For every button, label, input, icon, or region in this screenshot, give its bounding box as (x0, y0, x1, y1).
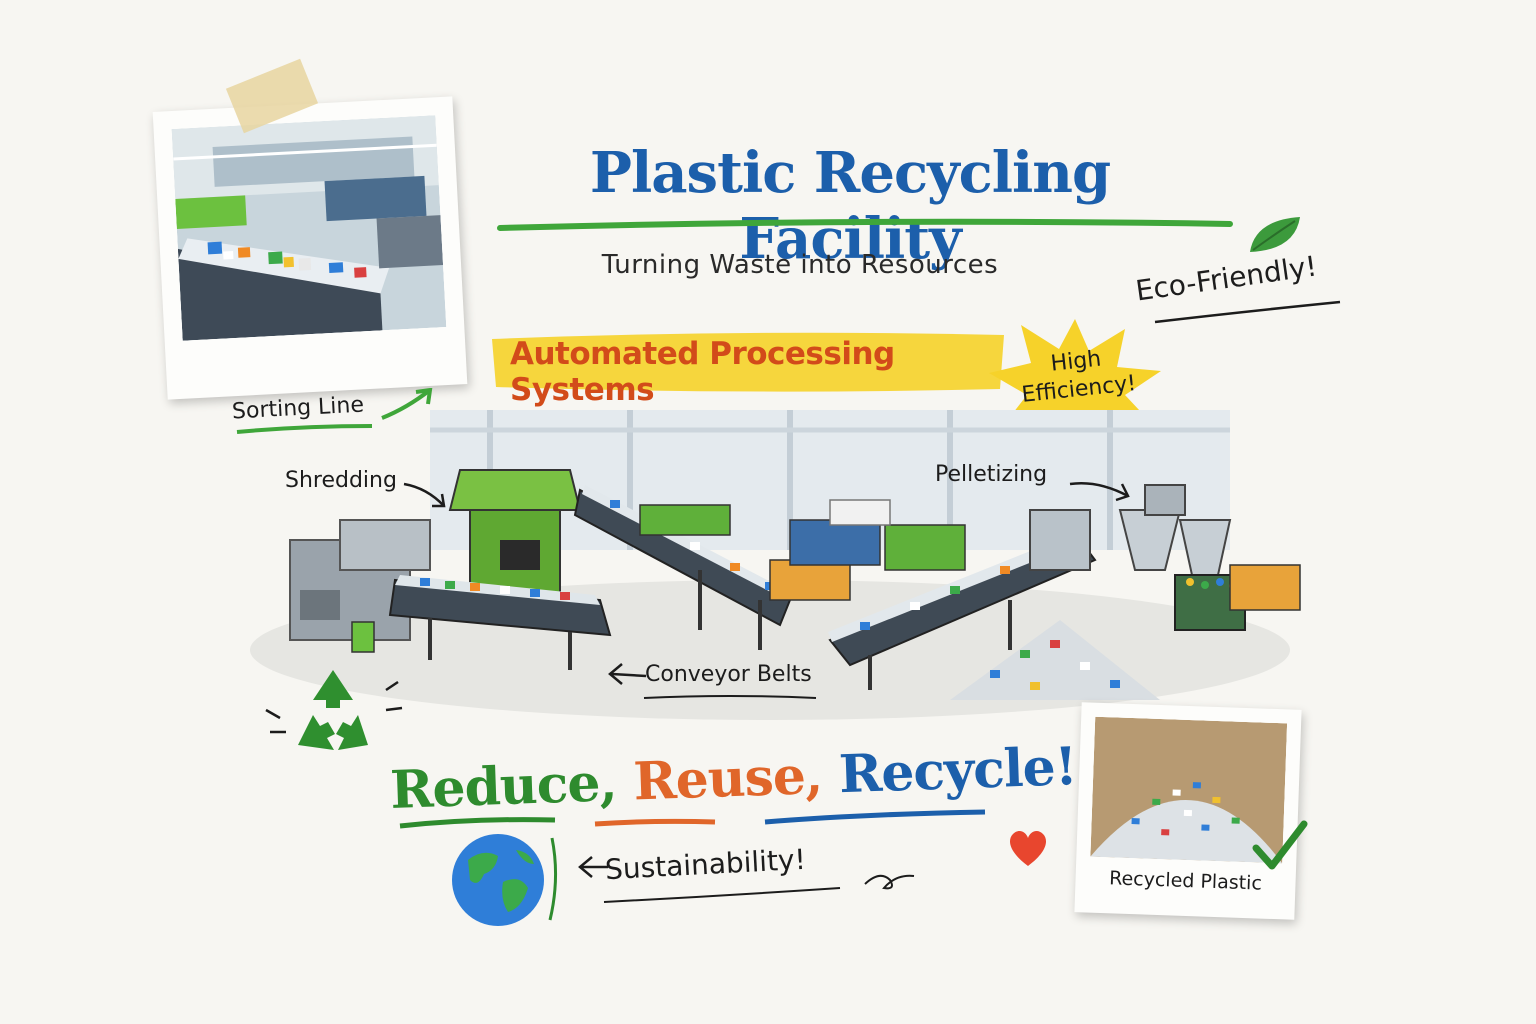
burst-badge (989, 319, 1161, 461)
recycled-plastic-image (1090, 716, 1288, 864)
subtitle: Turning Waste into Resources (601, 250, 999, 280)
sustainability-arrow (578, 856, 608, 878)
sorting-line-photo (152, 96, 468, 400)
recycled-plastic-photo: Recycled Plastic (1074, 702, 1302, 920)
globe-icon (452, 834, 558, 926)
pelletizing-arrow (1069, 482, 1130, 502)
label-conveyor-belts: Conveyor Belts (645, 662, 812, 687)
slogan-reuse: Reuse, (632, 744, 824, 813)
conveyor-arrow (608, 663, 647, 685)
title-underline (497, 218, 1233, 231)
banner-highlight (492, 332, 1004, 392)
heart-icon (1009, 831, 1047, 866)
sorting-line-image (171, 115, 447, 341)
conveyor-underline (643, 695, 817, 699)
leaf-icon (1250, 217, 1300, 252)
slogan-underlines (399, 809, 986, 829)
page-title: Plastic Recycling Facility (589, 140, 1111, 272)
check-icon (1252, 820, 1308, 870)
slogan-recycle: Recycle! (837, 736, 1078, 806)
sorting-line-arrow (236, 388, 433, 434)
sustainability-underline (603, 874, 915, 903)
facility-illustration (250, 410, 1301, 720)
label-pelletizing: Pelletizing (935, 462, 1048, 487)
banner-text: Automated Processing Systems (510, 336, 895, 408)
label-shredding: Shredding (285, 468, 397, 493)
shredding-arrow (403, 482, 446, 508)
eco-underline (1154, 300, 1341, 324)
recycle-icon (265, 670, 403, 750)
